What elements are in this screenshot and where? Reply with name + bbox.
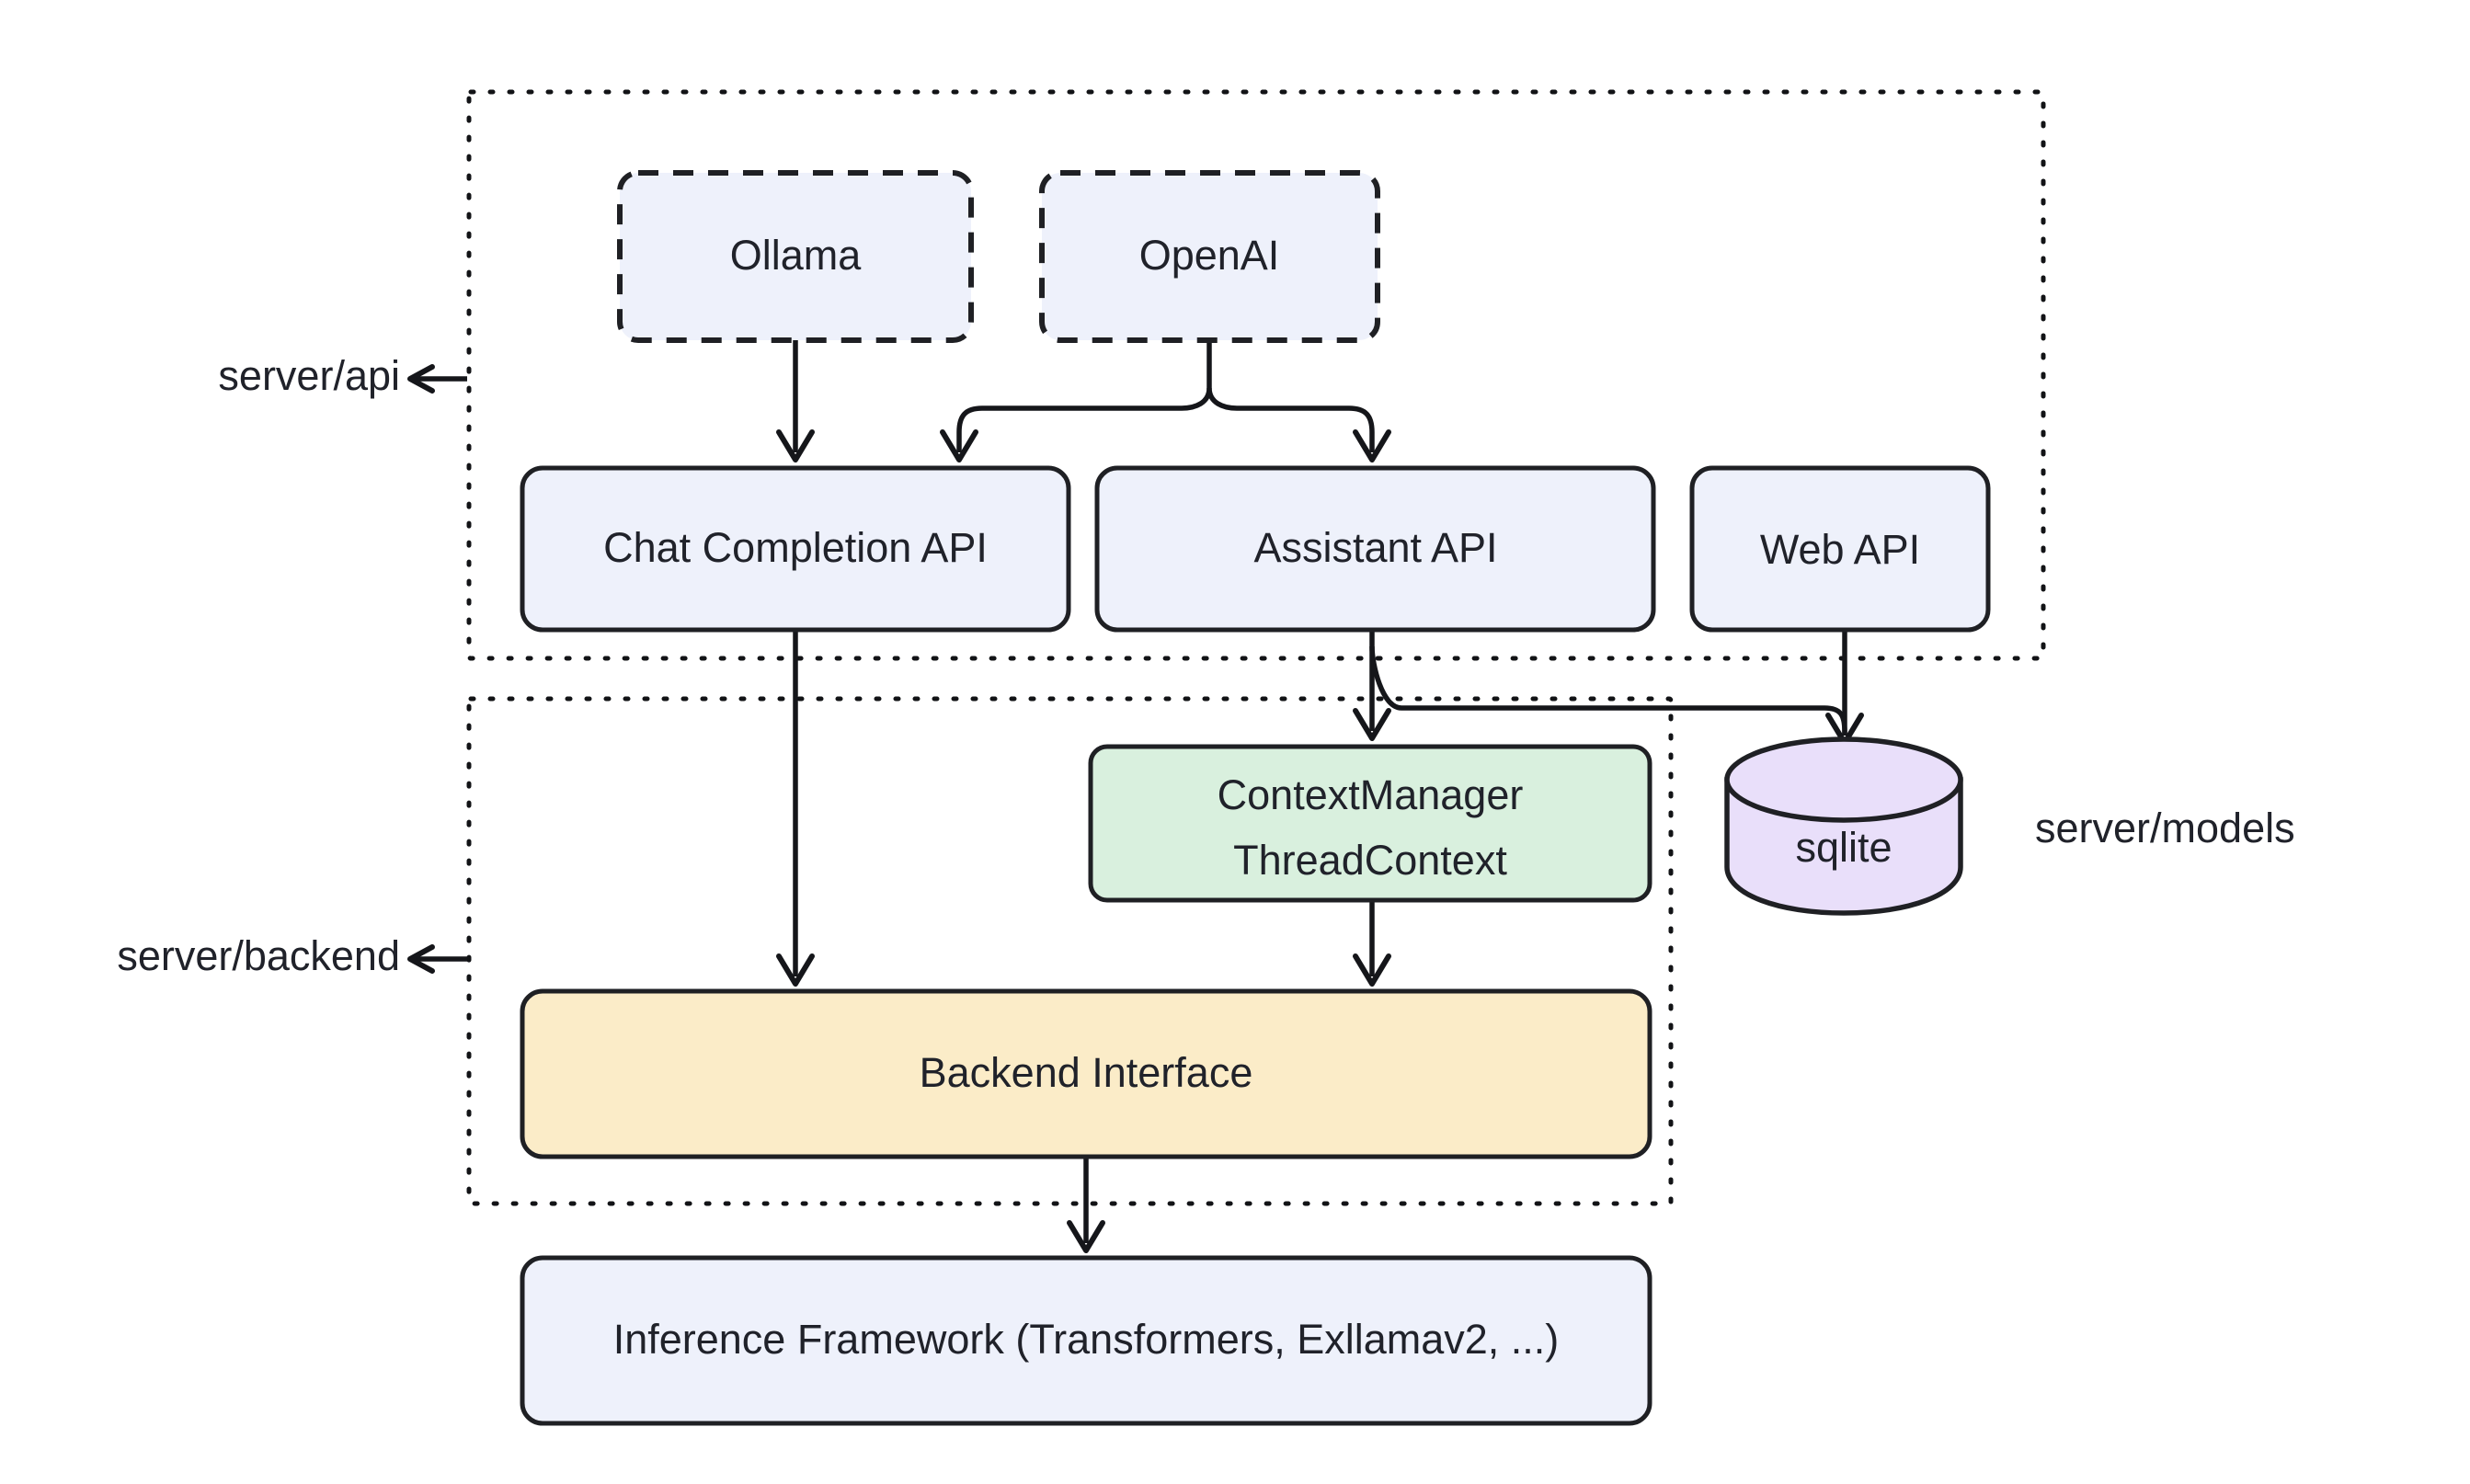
edge-openai-branch — [940, 340, 1391, 462]
node-openai[interactable]: OpenAI — [1039, 170, 1380, 343]
node-web-api[interactable]: Web API — [1689, 465, 1991, 633]
group-server-api-box — [466, 89, 2046, 661]
edge-assistant-api-to-context-manager — [1353, 630, 1391, 741]
edge-context-manager-to-backend-interface — [1353, 900, 1391, 987]
edge-web-api-to-sqlite — [1825, 630, 1864, 746]
node-web-api-label: Web API — [1760, 526, 1920, 573]
group-server-backend-box — [466, 696, 1674, 1206]
node-assistant-api[interactable]: Assistant API — [1094, 465, 1656, 633]
node-sqlite-top[interactable] — [1724, 736, 1963, 823]
group-label-server-backend: server/backend — [117, 932, 467, 979]
node-ollama-shape[interactable] — [617, 170, 974, 343]
node-context-manager-shape[interactable] — [1088, 744, 1652, 903]
group-label-server-backend-text: server/backend — [117, 932, 400, 979]
node-inference-framework[interactable]: Inference Framework (Transformers, Exlla… — [520, 1255, 1652, 1426]
group-label-server-api: server/api — [218, 352, 467, 399]
node-chat-completion-api-label: Chat Completion API — [603, 524, 988, 571]
edge-chat-completion-api-to-backend-interface — [776, 630, 815, 987]
node-inference-framework-shape[interactable] — [520, 1255, 1652, 1426]
node-context-manager[interactable]: ContextManager ThreadContext — [1088, 744, 1652, 903]
group-label-server-models: server/models — [2035, 805, 2295, 851]
node-sqlite-label: sqlite — [1795, 824, 1892, 871]
node-backend-interface-label: Backend Interface — [920, 1049, 1253, 1096]
group-label-server-models-text: server/models — [2035, 805, 2295, 851]
node-inference-framework-label: Inference Framework (Transformers, Exlla… — [613, 1316, 1560, 1363]
node-web-api-shape[interactable] — [1689, 465, 1991, 633]
node-ollama[interactable]: Ollama — [617, 170, 974, 343]
node-chat-completion-api[interactable]: Chat Completion API — [520, 465, 1071, 633]
node-backend-interface-shape[interactable] — [520, 988, 1652, 1159]
node-backend-interface[interactable]: Backend Interface — [520, 988, 1652, 1159]
node-chat-completion-api-shape[interactable] — [520, 465, 1071, 633]
node-context-manager-label-line1: ContextManager — [1218, 771, 1524, 818]
edge-backend-interface-to-inference-framework — [1067, 1157, 1105, 1253]
edge-ollama-to-chat-completion-api — [776, 340, 815, 462]
node-openai-shape[interactable] — [1039, 170, 1380, 343]
group-label-server-api-text: server/api — [218, 352, 400, 399]
node-sqlite[interactable]: sqlite — [1724, 736, 1963, 916]
node-context-manager-label-line2: ThreadContext — [1233, 837, 1507, 884]
node-openai-label: OpenAI — [1139, 232, 1280, 279]
node-assistant-api-label: Assistant API — [1253, 524, 1497, 571]
node-ollama-label: Ollama — [730, 232, 863, 279]
node-assistant-api-shape[interactable] — [1094, 465, 1656, 633]
